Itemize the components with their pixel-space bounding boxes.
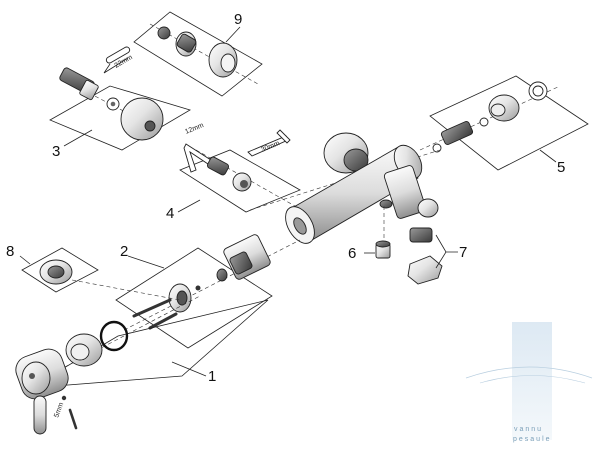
group-9-sleeve-bore: [220, 53, 236, 73]
group-4-small-key-tip: [276, 129, 291, 144]
watermark-bar: [512, 322, 552, 440]
part-7-aerator: [409, 227, 433, 243]
group-2-pin: [195, 285, 201, 291]
body-bottom-port: [379, 199, 393, 209]
part-group-5: [419, 75, 589, 171]
group-9-small-ring: [157, 26, 171, 40]
group-3-dim-pointer: [103, 57, 129, 74]
group-1-axis: [39, 295, 201, 381]
part-group-8: [21, 247, 181, 301]
group-4-nut-hole: [240, 180, 248, 188]
group-5-nipple: [440, 121, 474, 145]
group-2-frame: [115, 247, 273, 349]
group-1-grub: [61, 395, 67, 401]
callout-1: 1: [208, 368, 216, 385]
group-9-frame: [133, 11, 263, 97]
watermark-arc: [465, 366, 593, 379]
callout-1-leader: [171, 361, 207, 377]
group-8-axis: [71, 279, 181, 301]
group-1-sleeve-bore: [70, 343, 90, 361]
callout-3: 3: [52, 143, 60, 160]
callout-6: 6: [348, 245, 356, 262]
group-9-cartridge-body: [176, 33, 197, 53]
part-group-2: [115, 234, 301, 349]
part-group-6: [364, 206, 391, 259]
group-1-oring: [99, 320, 129, 352]
mixer-body: [249, 132, 441, 244]
dim-5mm: 5mm: [53, 402, 65, 419]
group-3-tube: [105, 46, 131, 64]
group-1-handle-face: [21, 361, 51, 395]
part-7-clip: [407, 255, 443, 285]
callout-2-leader: [127, 255, 165, 269]
callout-8: 8: [6, 243, 14, 260]
callout-4: 4: [166, 205, 174, 222]
group-4-axis: [195, 149, 303, 211]
callout-7: 7: [459, 244, 467, 261]
group-9-leader: [225, 26, 241, 43]
callout-5: 5: [557, 159, 565, 176]
group-2-valve-stem: [216, 268, 228, 282]
group-1-handle-dot: [29, 373, 35, 379]
group-3-rosette-hole: [144, 120, 156, 132]
part-group-4: [179, 129, 303, 213]
part-group-7: [407, 227, 458, 285]
group-1-screw: [68, 408, 78, 430]
group-3-rosette: [120, 97, 164, 141]
group-2-axis: [123, 239, 301, 331]
group-3-frame: [49, 85, 191, 151]
callout-4-leader: [177, 199, 201, 213]
callout-9: 9: [234, 11, 242, 28]
group-2-valve-core: [229, 251, 253, 275]
watermark-arc-2: [479, 375, 586, 384]
group-8-cap-inner: [47, 265, 65, 279]
group-3-nipple-thread: [79, 79, 99, 101]
group-4-nipple: [206, 156, 230, 176]
body-outlet-tube: [383, 165, 427, 219]
callout-5-leader: [539, 149, 557, 163]
callout-8-leader: [19, 255, 31, 265]
body-outlet-end: [417, 198, 439, 218]
group-3-washer-hole: [110, 101, 116, 107]
part-group-9: [133, 11, 263, 97]
part-group-3: [49, 46, 191, 151]
dim-12mm: 12mm: [184, 122, 205, 136]
group-5-rosette-bore: [490, 103, 506, 117]
watermark-text-1: vannu: [514, 426, 543, 433]
callout-7-bracket: [435, 234, 458, 269]
group-2-screw-1: [132, 298, 172, 318]
callout-3-leader: [63, 129, 93, 147]
group-5-frame: [429, 75, 589, 171]
group-5-washer: [479, 117, 489, 127]
group-1-lever: [33, 395, 47, 435]
callout-leaders: [19, 129, 557, 377]
group-5-ring-inner: [532, 85, 544, 97]
callout-2: 2: [120, 243, 128, 260]
part-6-insert-top: [375, 240, 391, 248]
watermark: vannu pesaule: [465, 322, 593, 443]
body-tube-bore: [293, 217, 307, 235]
part-group-1: [15, 295, 269, 435]
watermark-text-2: pesaule: [513, 436, 552, 443]
group-2-ring-hole: [176, 290, 188, 306]
group-5-small-washer: [432, 143, 442, 153]
group-8-frame: [21, 247, 99, 293]
group-2-screw-2: [148, 312, 178, 330]
